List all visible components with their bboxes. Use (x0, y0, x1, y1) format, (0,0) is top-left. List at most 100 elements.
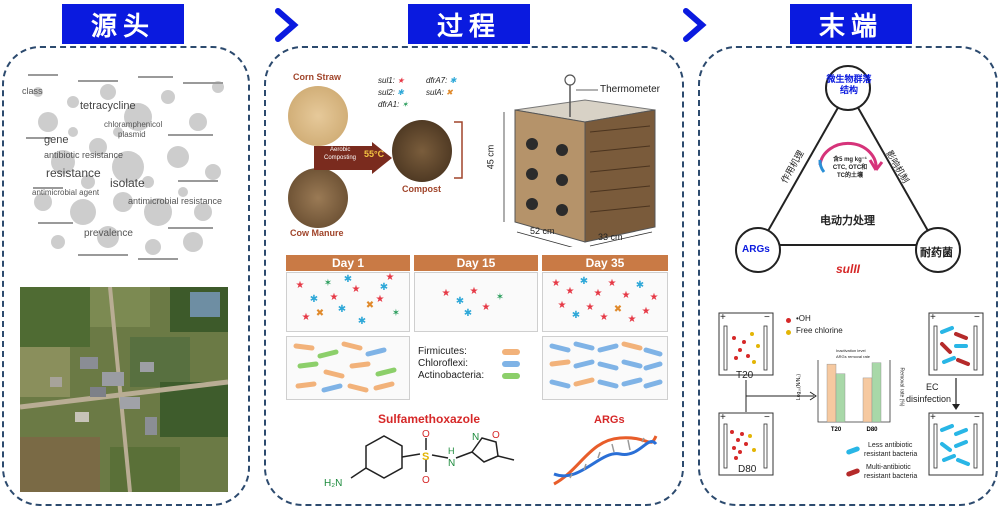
day-1-title: Day 1 (286, 255, 410, 271)
day-35-genes-box (542, 272, 668, 332)
minus-sign-t20: − (764, 312, 770, 323)
svg-text:✱: ✱ (572, 310, 580, 321)
label-d80: D80 (738, 464, 757, 475)
bar-D80-1 (871, 362, 882, 423)
node-args: ARGs (742, 244, 770, 255)
atom-s: S (422, 451, 429, 463)
svg-text:★: ★ (386, 272, 395, 283)
svg-text:★: ★ (558, 300, 567, 311)
minus-sign-d80: − (764, 412, 770, 423)
bacteria-actinobacteria: Actinobacteria: (418, 370, 485, 381)
svg-text:★: ★ (552, 278, 561, 289)
svg-text:✱: ✱ (338, 304, 346, 315)
less-resistant-label: Less antibiotic (868, 442, 913, 449)
plus-sign-t20: + (720, 312, 726, 323)
word-resistance: resistance (46, 166, 101, 180)
svg-text:✱: ✱ (344, 274, 352, 285)
svg-text:★: ★ (608, 278, 617, 289)
word-antimicrobial-resistance: antimicrobial resistance (128, 196, 223, 206)
chart-axis (817, 360, 891, 423)
removal-bar-chart: T20 D80 (817, 360, 891, 433)
electrode-d80 (718, 412, 774, 476)
firmicutes-swatch (502, 349, 520, 355)
word-chloramphenicol: chloramphenicol (104, 120, 163, 129)
svg-text:★: ★ (296, 280, 305, 291)
tick-label-T20: T20 (831, 427, 842, 433)
node-microbial-community: 微生物群落结构 (826, 74, 872, 95)
svg-text:★: ★ (302, 312, 311, 323)
svg-text:✱: ✱ (358, 316, 366, 327)
svg-text:★: ★ (470, 286, 479, 297)
ec-disinfection-label: disinfection (906, 394, 952, 404)
svg-text:✱: ✱ (380, 282, 388, 293)
width-dimension: 52 cm (530, 226, 555, 236)
gene-sulA: sulA: ✖ (426, 88, 453, 97)
drug-name: Sulfamethoxazole (378, 412, 481, 426)
arrow-text-top: Aerobic (330, 147, 351, 153)
word-antibiotic-resistance: antibiotic resistance (44, 150, 124, 160)
day-1-genes-box (286, 272, 410, 332)
actinobacteria-swatch (502, 373, 520, 379)
bacteria-chloroflexi: Chloroflexi: (418, 358, 469, 369)
sulII-label: sulII (836, 262, 861, 276)
cow-manure-label: Cow Manure (290, 228, 344, 238)
svg-text:✶: ✶ (324, 278, 332, 289)
atom-o2: O (422, 475, 430, 486)
svg-text:✱: ✱ (310, 294, 318, 305)
dna-helix-icon (553, 435, 658, 486)
bar-D80-0 (862, 377, 873, 423)
atom-n2: N (472, 432, 479, 443)
plus-sign-d80: + (720, 412, 726, 423)
svg-text:✶: ✶ (392, 308, 400, 319)
keyword-cloud: class tetracycline gene antibiotic resis… (18, 62, 236, 262)
chart-ylabel: Log₁₀(N/N₀) (796, 373, 803, 401)
header-end: 末端 (790, 4, 912, 44)
word-isolate: isolate (110, 176, 145, 190)
word-class: class (22, 86, 43, 96)
chart-legend-2: ARGs removal rate (836, 354, 871, 359)
electrode-ec (928, 312, 984, 376)
minus-sign-ec: − (974, 312, 980, 323)
chevron-right-icon (275, 8, 299, 42)
atom-h: H (448, 446, 455, 456)
bacteria-firmicutes: Firmicutes: (418, 346, 467, 357)
plus-sign-ec: + (930, 312, 936, 323)
chlorine-dot (786, 330, 791, 335)
electrode-final (928, 412, 984, 476)
atom-o1: O (422, 429, 430, 440)
svg-text:★: ★ (600, 312, 609, 323)
day-15-genes-box (414, 272, 538, 332)
svg-text:✱: ✱ (464, 308, 472, 319)
svg-text:★: ★ (352, 284, 361, 295)
minus-sign-final: − (974, 412, 980, 423)
oh-label: •OH (796, 314, 811, 323)
bacteria-markers (293, 341, 663, 393)
ec-label: EC (926, 382, 939, 392)
svg-text:★: ★ (330, 292, 339, 303)
corn-straw-label: Corn Straw (293, 72, 342, 82)
bar-T20-1 (835, 373, 846, 423)
thermometer-label: Thermometer (600, 84, 661, 95)
gene-sul2: sul2: ✱ (378, 88, 404, 97)
chloroflexi-swatch (502, 361, 520, 367)
atom-n: N (448, 458, 455, 469)
svg-text:★: ★ (642, 306, 651, 317)
tick-label-D80: D80 (866, 427, 878, 433)
args-title: ARGs (594, 414, 625, 426)
svg-text:★: ★ (566, 286, 575, 297)
svg-text:★: ★ (586, 302, 595, 313)
electrode-t20 (718, 312, 774, 376)
svg-text:★: ★ (650, 292, 659, 303)
svg-text:★: ★ (594, 288, 603, 299)
compost-box-diagram (503, 74, 656, 247)
chlorine-label: Free chlorine (796, 326, 843, 335)
day-15-title: Day 15 (414, 255, 538, 271)
header-process: 过程 (408, 4, 530, 44)
svg-text:★: ★ (442, 288, 451, 299)
compost-image (392, 120, 452, 182)
atom-nh2: H₂N (324, 478, 342, 489)
temperature-label: 55°C (364, 149, 385, 159)
atom-o3: O (492, 430, 500, 441)
plus-sign-final: + (930, 412, 936, 423)
height-dimension: 45 cm (485, 144, 496, 170)
